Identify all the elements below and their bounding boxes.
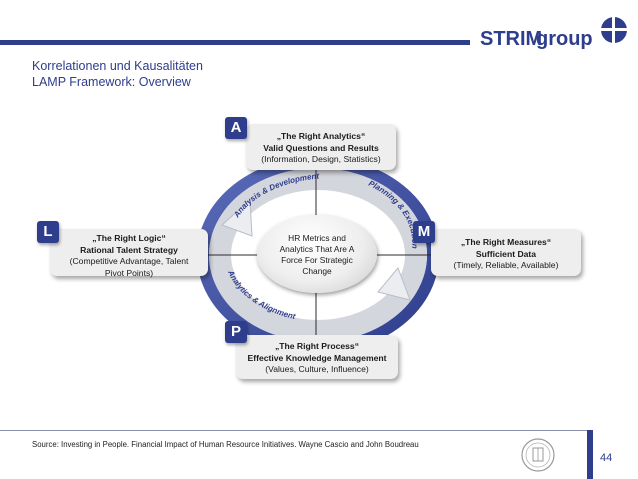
arrow-left-head (221, 198, 253, 237)
node-process-heading: Effective Knowledge Management (247, 352, 387, 363)
badge-m: M (413, 221, 435, 243)
node-analytics-quote: „The Right Analytics“ (276, 131, 366, 141)
node-analytics-heading: Valid Questions and Results (263, 142, 379, 153)
footer-line (0, 430, 590, 431)
badge-l: L (37, 221, 59, 243)
node-logic: „The Right Logic“ Rational Talent Strate… (50, 229, 208, 278)
node-measures: „The Right Measures“ Sufficient Data (Ti… (431, 229, 581, 276)
footer-accent-bar (587, 430, 593, 479)
node-logic-quote: „The Right Logic“ (92, 233, 166, 243)
logo-text-group: group (536, 28, 593, 50)
badge-p: P (225, 321, 247, 343)
badge-a: A (225, 117, 247, 139)
page-title: Korrelationen und Kausalitäten (32, 59, 203, 73)
node-measures-heading: Sufficient Data (475, 248, 537, 259)
node-logic-heading: Rational Talent Strategy (80, 244, 178, 255)
page-number: 44 (600, 452, 613, 464)
page-subtitle: LAMP Framework: Overview (32, 75, 191, 89)
node-process-detail: (Values, Culture, Influence) (265, 364, 369, 374)
node-logic-detail: (Competitive Advantage, Talent Pivot Poi… (69, 256, 189, 278)
node-measures-quote: „The Right Measures“ (460, 237, 552, 247)
node-analytics: „The Right Analytics“ Valid Questions an… (246, 124, 396, 170)
node-measures-detail: (Timely, Reliable, Available) (453, 260, 559, 270)
center-hr-metrics: HR Metrics and Analytics That Are A Forc… (257, 215, 377, 293)
node-process: „The Right Process“ Effective Knowledge … (236, 335, 398, 379)
source-citation: Source: Investing in People. Financial I… (32, 440, 419, 449)
center-text: HR Metrics and Analytics That Are A Forc… (279, 233, 355, 276)
logo-text-strim: STRIM (480, 28, 542, 50)
header-bar (0, 40, 470, 45)
node-process-quote: „The Right Process“ (274, 341, 360, 351)
strimgroup-logo: STRIM group (480, 16, 628, 50)
node-analytics-detail: (Information, Design, Statistics) (261, 154, 381, 164)
arrow-right-head (377, 267, 411, 301)
university-seal-icon (521, 438, 555, 472)
